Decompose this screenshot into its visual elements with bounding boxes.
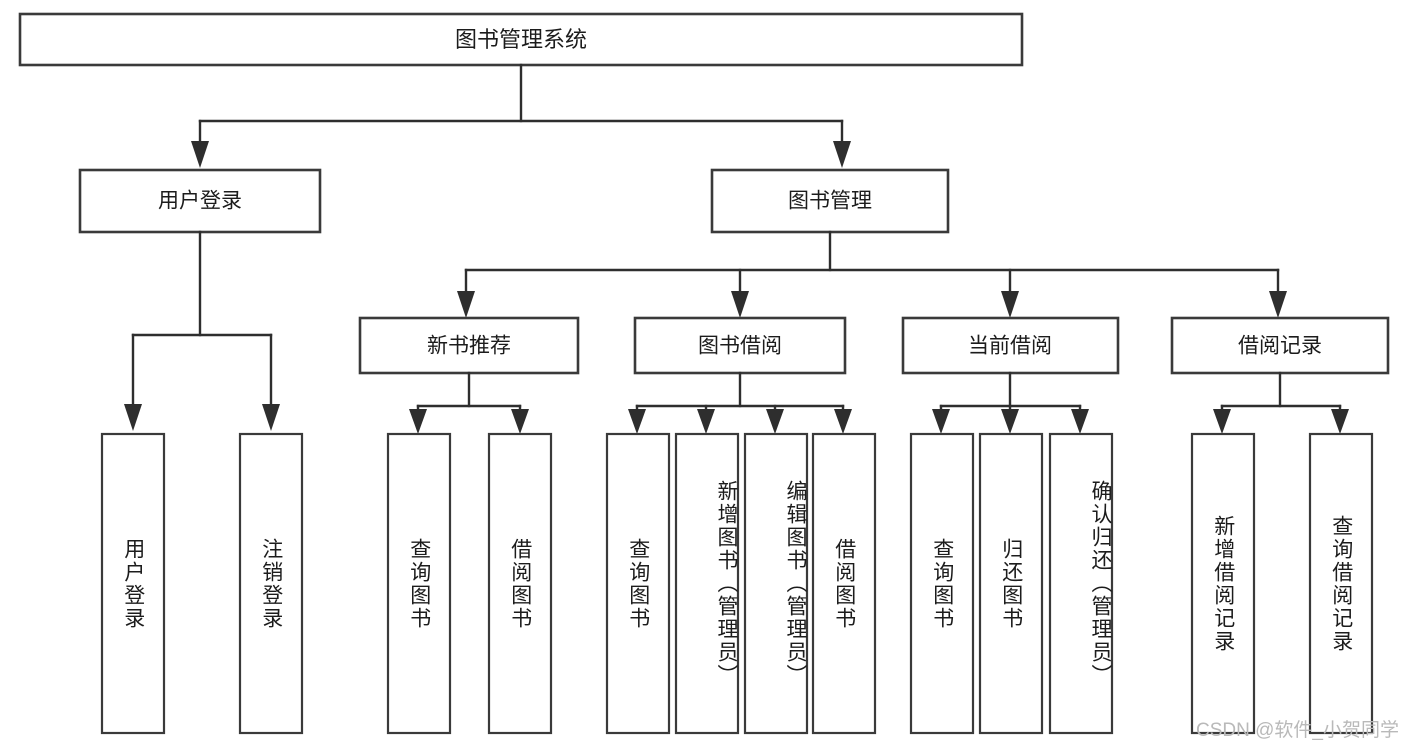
node-borrow-record-label: 借阅记录 xyxy=(1238,335,1322,358)
leaf-box-query-books-2[interactable] xyxy=(605,432,671,735)
node-current-borrow[interactable]: 当前借阅 xyxy=(901,316,1120,375)
arrow-head-icon xyxy=(1001,291,1019,318)
arrow-head-icon xyxy=(262,404,280,431)
arrow-head-icon xyxy=(457,291,475,318)
connector-userlogin-to-leaves xyxy=(124,230,280,431)
node-current-borrow-box xyxy=(901,316,1120,375)
arrow-head-icon xyxy=(1331,409,1349,434)
connector-current-to-leaves xyxy=(932,371,1089,434)
leaf-box-query-borrow-record[interactable] xyxy=(1308,432,1374,735)
arrow-head-icon xyxy=(124,404,142,431)
node-book-management-label: 图书管理 xyxy=(788,190,872,213)
arrow-head-icon xyxy=(766,409,784,434)
leaf-box-user-login[interactable] xyxy=(100,432,166,735)
arrow-head-icon xyxy=(834,409,852,434)
leaf-box-query-books-3[interactable] xyxy=(909,432,975,735)
node-root[interactable]: 图书管理系统 xyxy=(18,12,1024,67)
arrow-head-icon xyxy=(697,409,715,434)
arrow-head-icon xyxy=(833,141,851,168)
leaf-box-return-books[interactable] xyxy=(978,432,1044,735)
arrow-head-icon xyxy=(932,409,950,434)
connector-root-to-level2 xyxy=(191,63,851,168)
arrow-head-icon xyxy=(1001,409,1019,434)
leaf-box-add-book-admin[interactable] xyxy=(674,432,740,735)
arrow-head-icon xyxy=(511,409,529,434)
node-root-label: 图书管理系统 xyxy=(455,27,587,52)
node-book-borrow[interactable]: 图书借阅 xyxy=(633,316,847,375)
arrow-head-icon xyxy=(1213,409,1231,434)
node-borrow-record[interactable]: 借阅记录 xyxy=(1170,316,1390,375)
leaf-box-query-books-1[interactable] xyxy=(386,432,452,735)
connector-bookmgmt-to-level3 xyxy=(457,230,1287,318)
node-current-borrow-label: 当前借阅 xyxy=(968,335,1052,358)
watermark-text: CSDN @软件_小贺同学 xyxy=(1196,720,1399,741)
connector-borrow-to-leaves xyxy=(628,371,852,434)
connector-recommend-to-leaves xyxy=(409,371,529,434)
node-new-book-recommend-box xyxy=(358,316,580,375)
arrow-head-icon xyxy=(409,409,427,434)
node-user-login-label: 用户登录 xyxy=(158,190,242,213)
node-book-management[interactable]: 图书管理 xyxy=(710,168,950,234)
node-new-book-recommend[interactable]: 新书推荐 xyxy=(358,316,580,375)
node-user-login[interactable]: 用户登录 xyxy=(78,168,322,234)
arrow-head-icon xyxy=(191,141,209,168)
node-book-borrow-label: 图书借阅 xyxy=(698,335,782,358)
arrow-head-icon xyxy=(731,291,749,318)
arrow-head-icon xyxy=(1269,291,1287,318)
node-user-login-box xyxy=(78,168,322,234)
leaf-box-confirm-return-admin[interactable] xyxy=(1048,432,1114,735)
leaf-box-borrow-books-2[interactable] xyxy=(811,432,877,735)
leaf-box-logout[interactable] xyxy=(238,432,304,735)
arrow-head-icon xyxy=(628,409,646,434)
leaf-box-borrow-books-1[interactable] xyxy=(487,432,553,735)
leaf-box-edit-book-admin[interactable] xyxy=(743,432,809,735)
arrow-head-icon xyxy=(1071,409,1089,434)
node-new-book-recommend-label: 新书推荐 xyxy=(427,335,511,358)
connector-record-to-leaves xyxy=(1213,371,1349,434)
leaf-box-add-borrow-record[interactable] xyxy=(1190,432,1256,735)
node-root-box xyxy=(18,12,1024,67)
